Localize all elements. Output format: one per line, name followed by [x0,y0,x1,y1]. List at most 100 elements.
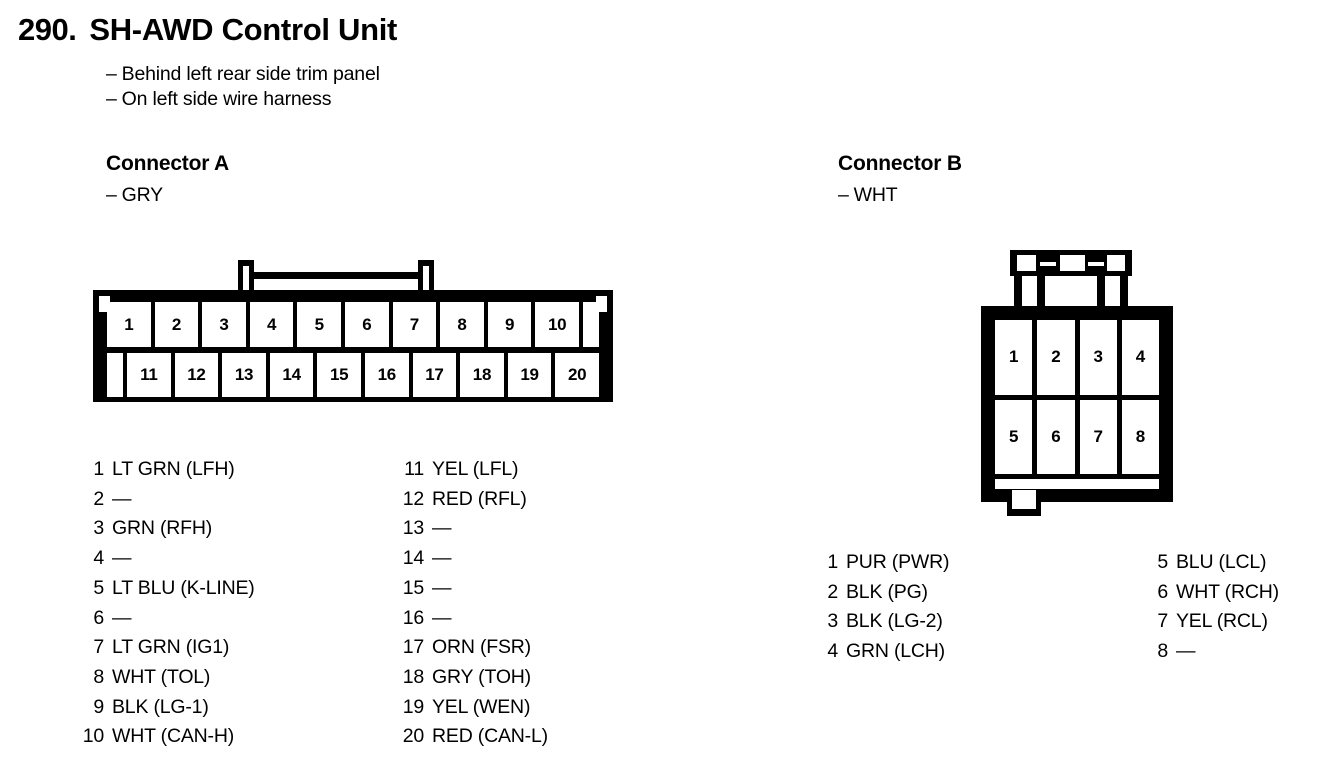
pin-legend-number: 8 [93,665,104,688]
pin-legend-row: 6— [74,604,255,634]
bullet-dash: – [838,184,849,206]
connector-b-latch-neck [1010,276,1132,308]
pin-legend-number: 6 [1157,580,1168,603]
pin-legend-number: 3 [827,610,838,633]
pin-legend-label: GRN (RFH) [112,517,213,540]
bullet-dash: – [106,88,117,110]
latch-bar [252,272,420,279]
pin-cell: 8 [440,302,484,347]
pin-legend-number: 12 [402,487,424,510]
pin-legend-row: 4— [74,544,255,574]
pin-legend-label: — [112,606,132,629]
bottom-tab-hole [1012,490,1036,509]
latch-slot [423,266,429,298]
latch-hole [1107,255,1125,271]
pin-legend-row: 2— [74,485,255,515]
pin-legend-number: 4 [827,640,838,663]
pin-cell: 9 [487,302,532,347]
pin-legend-label: ORN (FSR) [432,636,531,659]
bullet-dash: – [106,63,117,85]
pin-legend-label: RED (CAN-L) [432,725,548,748]
pin-legend-label: WHT (RCH) [1176,580,1279,603]
housing-bottom-tab [1007,490,1041,516]
pin-legend-number: 18 [402,665,424,688]
pin-legend-label: WHT (CAN-H) [112,725,234,748]
latch-hole [1017,255,1036,271]
latch-leg [1097,276,1105,308]
pin-legend-number: 10 [82,725,104,748]
pin-legend-label: LT BLU (K-LINE) [112,576,255,599]
pin-legend-label: — [432,547,452,570]
location-notes: –Behind left rear side trim panel –On le… [106,62,380,112]
connector-a-color-text: GRY [121,184,164,206]
pin-legend-label: YEL (LFL) [432,458,519,480]
latch-leg [1014,276,1022,308]
pin-legend-label: RED (RFL) [432,487,527,510]
latch-leg [1120,276,1128,308]
latch-post-right [418,260,434,298]
pin-legend-row: 14 — [394,544,548,574]
pin-legend-label: LT GRN (LFH) [112,458,235,480]
pin-legend-row: 3 BLK (LG-2) [808,607,949,637]
location-note-item: –On left side wire harness [106,87,380,112]
pin-cell: 1 [995,320,1033,395]
pin-cell: 13 [222,353,266,397]
pin-cell: 19 [507,353,552,397]
pin-legend-label: — [432,606,452,629]
pin-legend-row: 15— [394,574,548,604]
pin-legend-number: 7 [1157,610,1168,633]
pin-cell-blank [107,353,123,397]
pin-legend-label: — [1176,640,1196,663]
latch-dash [1040,262,1056,266]
pin-cell: 1 [107,302,151,347]
pin-legend-row: 6 WHT (RCH) [1138,578,1279,608]
connector-b-heading: Connector B –WHT [838,152,962,207]
pin-legend-number: 5 [93,576,104,599]
pin-legend-row: 13— [394,514,548,544]
latch-dash [1088,262,1104,266]
connector-a-latch-icon [238,260,434,298]
connector-b-color: –WHT [838,184,962,207]
pin-cell: 4 [1121,320,1159,395]
pin-legend-number: 14 [402,547,424,570]
pin-cell: 17 [412,353,457,397]
latch-post-left [238,260,254,298]
pin-legend-label: GRY (TOH) [432,665,531,688]
pin-cell-blank [582,302,599,347]
pin-legend-label: BLK (LG-2) [846,610,943,633]
pin-cell: 7 [392,302,437,347]
latch-leg [1037,276,1045,308]
pin-legend-number: 1 [93,458,104,480]
pin-legend-number: 19 [402,695,424,718]
pin-legend-number: 7 [93,636,104,659]
page-title: 290. SH-AWD Control Unit [18,12,397,48]
pin-cell: 12 [174,353,219,397]
pin-legend-number: 1 [827,551,838,573]
pin-cell: 6 [1037,399,1075,474]
pin-legend-label: BLK (LG-1) [112,695,209,718]
latch-slot [243,266,249,298]
pin-legend-number: 6 [93,606,104,629]
pin-cell: 15 [317,353,361,397]
pin-cell: 5 [297,302,341,347]
pin-legend-row: 16— [394,604,548,634]
pin-legend-row: 18 GRY (TOH) [394,663,548,693]
housing-notch-left [99,296,110,312]
pin-cell: 5 [995,399,1033,474]
